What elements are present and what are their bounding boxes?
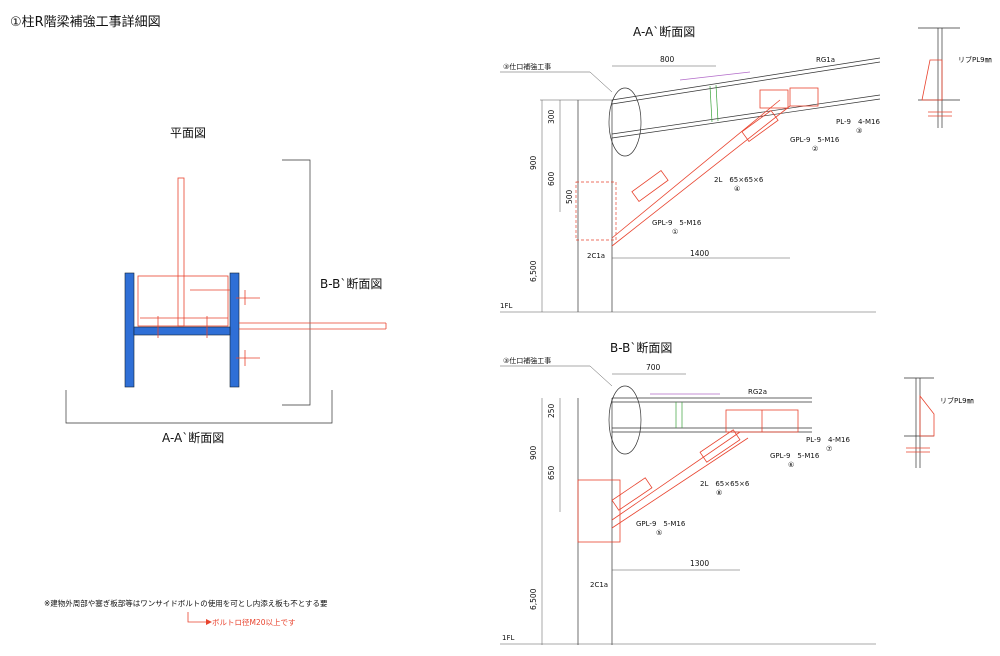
section-aa-title: A-A`断面図 [633,24,695,39]
aa-beam-label: RG1a [816,56,835,64]
aa-dim-500: 500 [565,189,574,204]
bb-callout-label: ③仕口補強工事 [503,356,551,365]
aa-beam [611,57,881,139]
note-leader [187,612,206,623]
bb-dim-650: 650 [547,465,556,480]
bb-part-num-6: ⑥ [788,461,794,469]
bb-dim-height: 6,500 [529,588,538,610]
aa-callout-ellipse [608,87,642,157]
cut-line-aa [65,390,333,424]
bb-rib-detail [904,377,935,468]
bb-part-6: GPL-9 5-M16 [770,452,820,460]
bb-part-num-7: ⑦ [826,445,832,453]
bolt-note: ボルトロ径M20以上です [212,617,296,627]
aa-dim-300: 300 [547,109,556,124]
aa-part-1: GPL-9 5-M16 [652,219,702,227]
aa-brace [575,87,819,247]
aa-dim-900: 900 [529,155,538,170]
bb-column-label: 2C1a [590,581,608,589]
aa-part-4: 2L 65×65×6 [714,176,764,184]
aa-rib-label: リブPL9㎜ [958,55,992,64]
note-arrow-icon [206,619,212,625]
bb-dim-top: 700 [646,363,661,372]
plan-title: 平面図 [170,126,206,140]
aa-dim-horiz: 1400 [690,249,709,258]
aa-column-label: 2C1a [587,252,605,260]
bb-brace [577,409,799,543]
plan-label-bb: B-B`断面図 [320,276,382,291]
section-bb-title: B-B`断面図 [610,340,672,355]
bb-part-8: 2L 65×65×6 [700,480,750,488]
aa-dim-height: 6,500 [529,260,538,282]
aa-part-2: GPL-9 5-M16 [790,136,840,144]
bb-dim-250: 250 [547,403,556,418]
aa-dim-top: 800 [660,55,675,64]
aa-part-num-3: ③ [856,127,862,135]
aa-floor-label: 1FL [500,302,512,310]
aa-callout-label: ③仕口補強工事 [503,62,551,71]
plan-view: 平面図 B-B`断面図 A-A`断面図 [65,126,387,445]
section-bb: B-B`断面図 2C1a RG2a ③仕口補強工事 [500,340,974,645]
bb-dim-horiz: 1300 [690,559,709,568]
bb-floor-label: 1FL [502,634,514,642]
aa-rib-detail [918,27,960,128]
cut-line-bb [282,159,311,406]
bb-beam [612,393,812,433]
aa-part-num-4: ④ [734,185,740,193]
aa-dim-600: 600 [547,171,556,186]
plan-label-aa: A-A`断面図 [162,430,224,445]
bb-part-7: PL-9 4-M16 [806,436,850,444]
section-aa: A-A`断面図 2C1a RG1a ③仕口補強工事 [500,24,992,313]
aa-part-3: PL-9 4-M16 [836,118,880,126]
bb-callout-ellipse [608,385,642,455]
bb-rib-label: リブPL9㎜ [940,396,974,405]
aa-part-num-2: ② [812,145,818,153]
general-note: ※建物外周部や塞ぎ板部等はワンサイドボルトの使用を可とし内添え板も不とする要 [44,598,328,608]
plan-column [124,272,240,388]
plan-brace-plates [137,177,387,366]
bb-dim-900: 900 [529,445,538,460]
bb-part-num-5: ⑤ [656,529,662,537]
bb-beam-label: RG2a [748,388,767,396]
aa-part-num-1: ① [672,228,678,236]
bb-part-5: GPL-9 5-M16 [636,520,686,528]
bb-part-num-8: ⑧ [716,489,722,497]
drawing-title: ①柱R階梁補強工事詳細図 [10,14,161,30]
